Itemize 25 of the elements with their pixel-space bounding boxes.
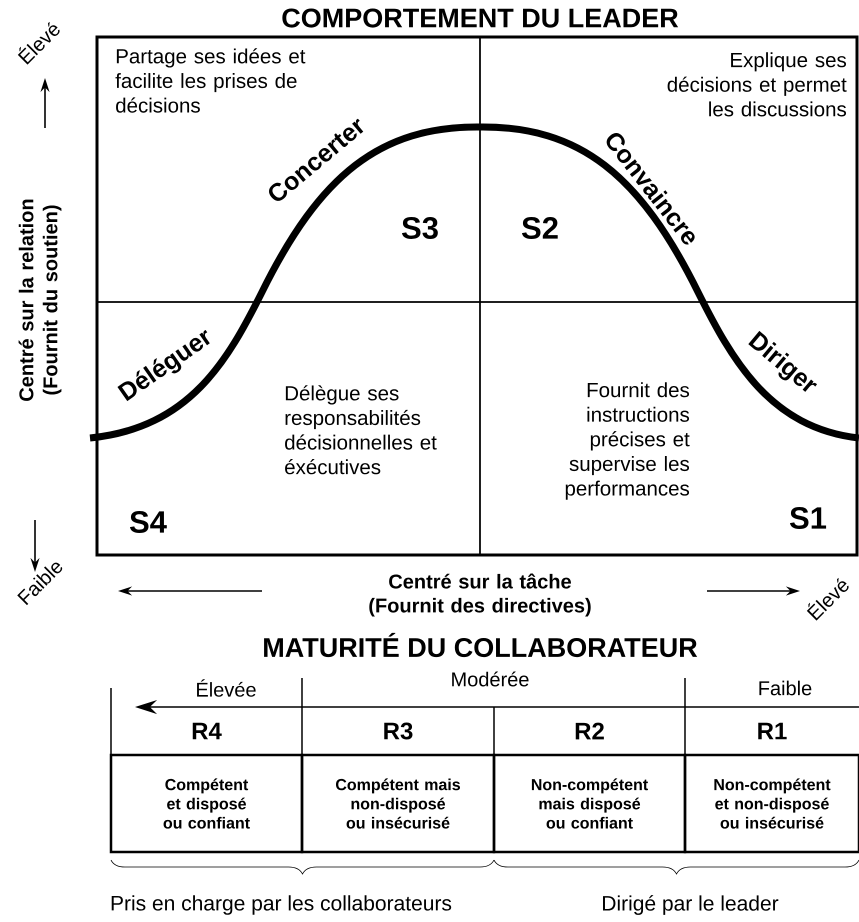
readiness-label: R3 (384, 722, 412, 740)
description-text: Délègue ses responsabilités décisionnelles et éxécutives (285, 385, 437, 474)
description-text: Fournit des instructions précises et supervise les performances (566, 382, 690, 500)
table-cell: Compétent et disposé ou confiant (110, 754, 304, 854)
table-cell: Non-compétent mais disposé ou confiant (492, 754, 686, 854)
title: COMPORTEMENT DU LEADER (282, 8, 678, 28)
readiness-label: R1 (758, 722, 787, 740)
table-cell: Compétent mais non-disposé ou insécurisé (300, 754, 496, 854)
description-text: Explique ses décisions et permet les discussions (668, 52, 847, 116)
axis-title: Centré sur la tâche (Fournit des directives) (369, 573, 591, 617)
style-label: S3 (402, 217, 438, 239)
style-label: S4 (130, 511, 167, 533)
section-title: MATURITÉ DU COLLABORATEUR (264, 632, 698, 658)
description-text: Partage ses idées et facilite les prises de décisions (116, 48, 306, 113)
readiness-label: R4 (192, 722, 222, 740)
axis-title: Centré sur la relation (Fournit du soutien) (18, 200, 62, 401)
style-label: S1 (790, 507, 826, 529)
scale-label: Modérée (452, 672, 529, 686)
table-cell: Non-compétent et non-disposé ou insécurisé (684, 754, 859, 854)
brace-label: Dirigé par le leader (603, 895, 778, 915)
brace-label: Pris en charge par les collaborateurs (112, 895, 452, 915)
style-label: S2 (522, 217, 558, 239)
scale-label: Faible (759, 680, 812, 696)
scale-label: Élevée (197, 679, 256, 697)
readiness-label: R2 (576, 722, 604, 740)
